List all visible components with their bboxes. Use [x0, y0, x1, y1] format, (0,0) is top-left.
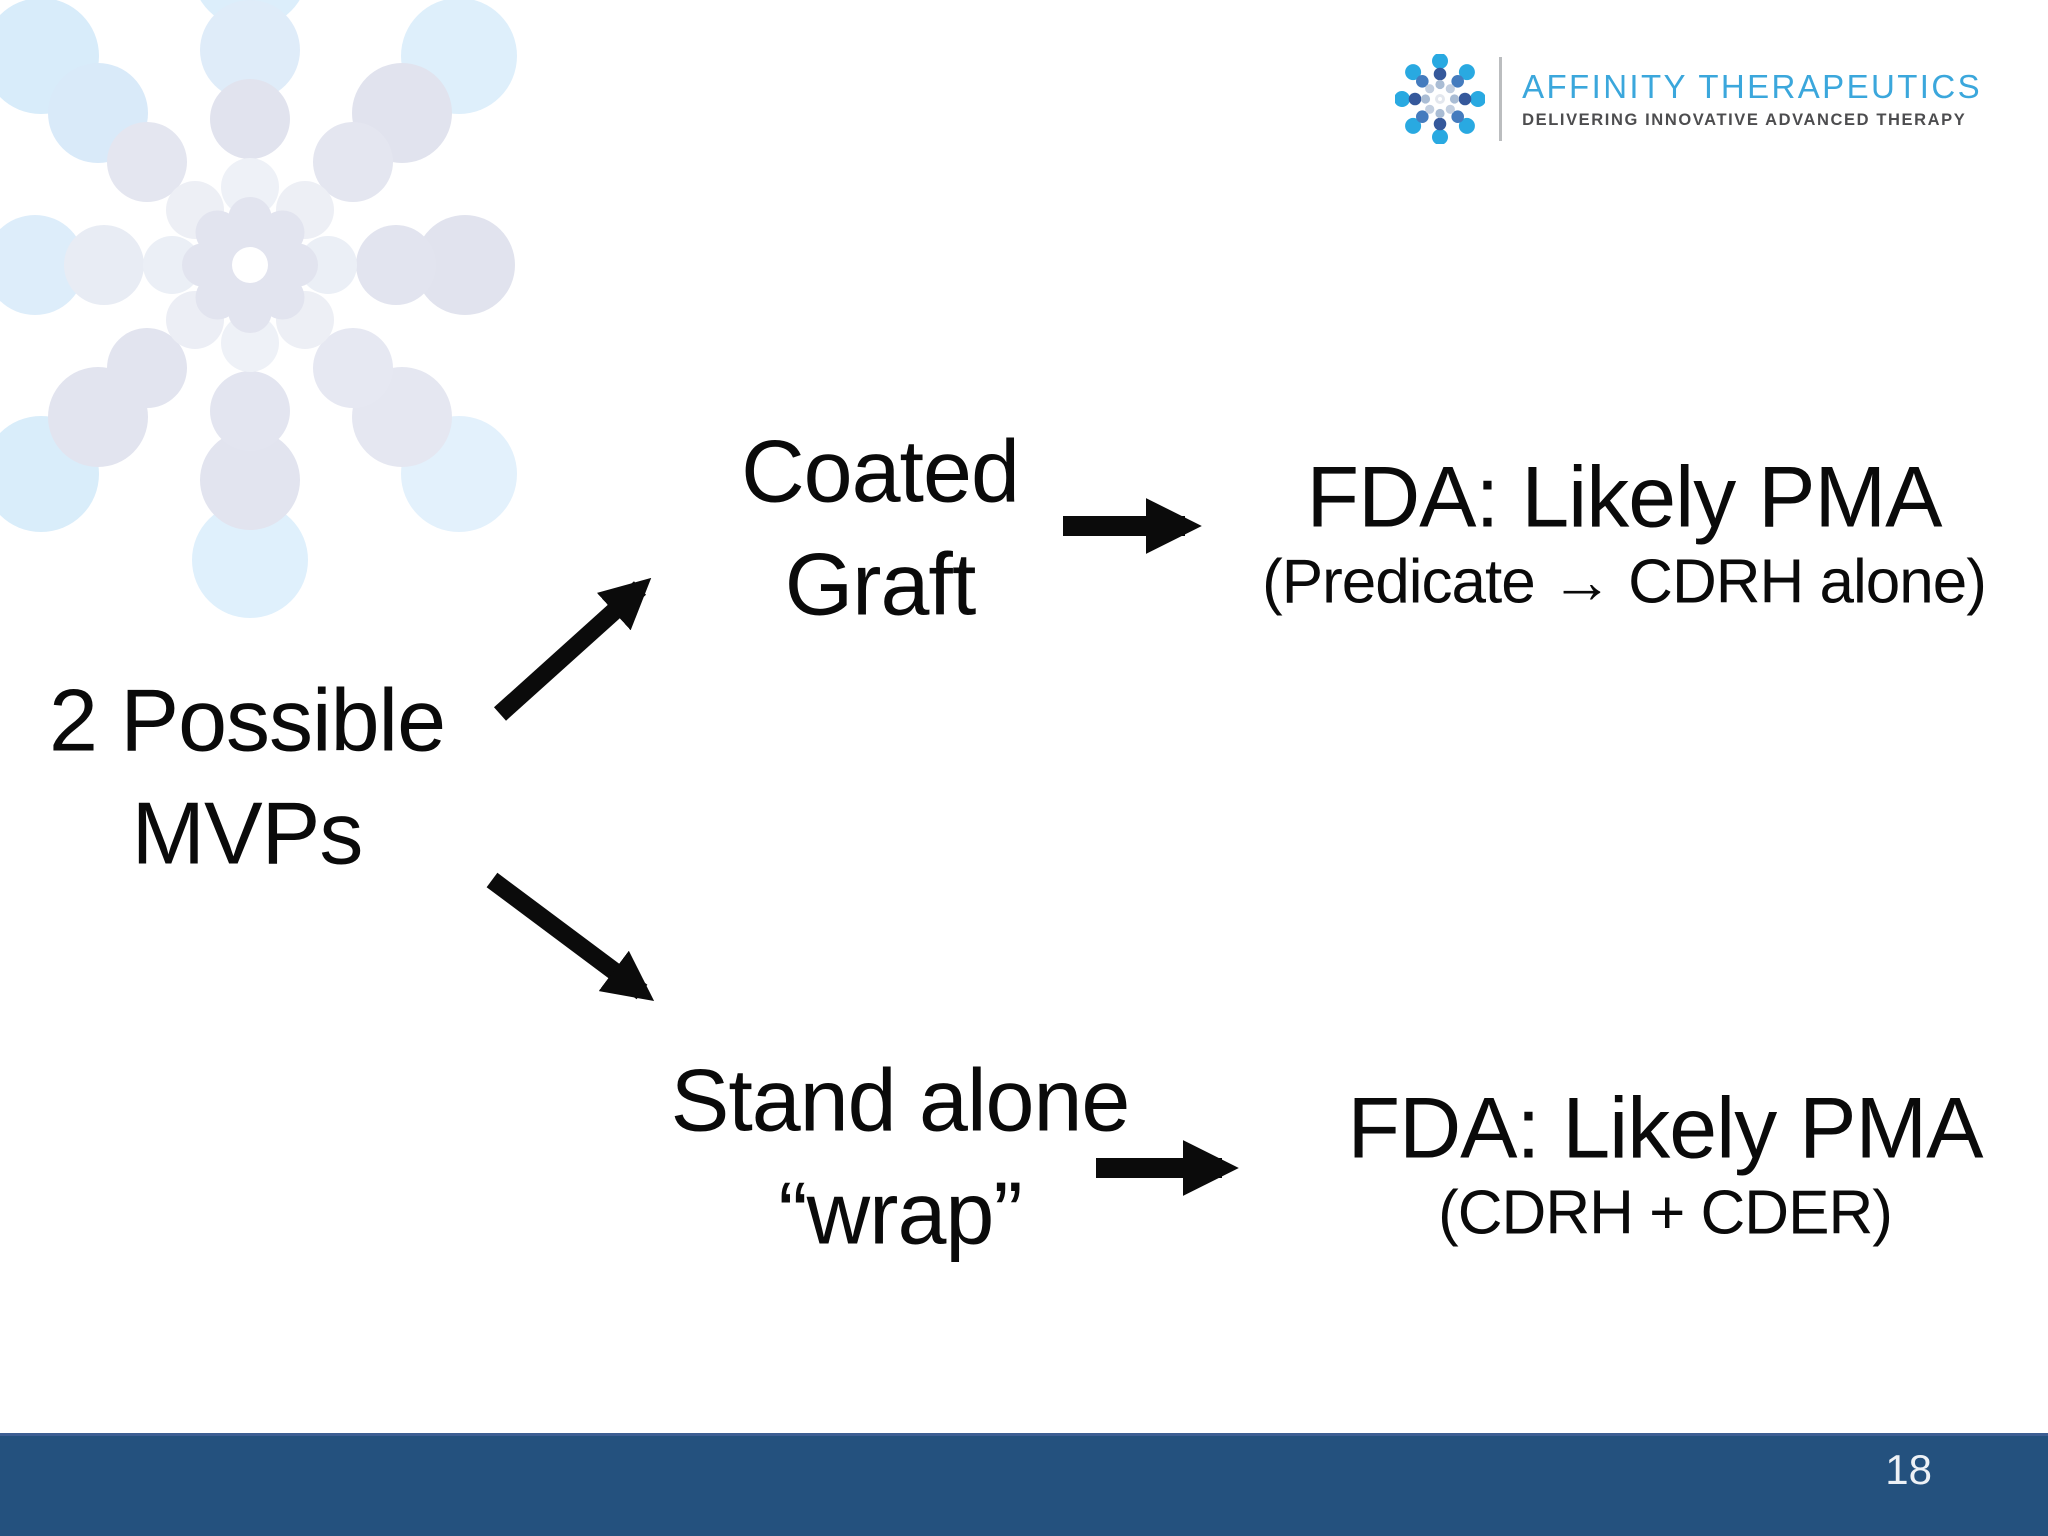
- node-line: Coated: [741, 421, 1020, 521]
- arrow-root-to-coated-graft: [493, 577, 652, 721]
- node-stand-alone-wrap: Stand alone “wrap”: [670, 1044, 1131, 1269]
- footer-bar: 18: [0, 1433, 2048, 1536]
- fda-title: FDA: Likely PMA: [1306, 449, 1943, 546]
- node-line: MVPs: [131, 783, 364, 882]
- brand-name: AFFINITY THERAPEUTICS: [1522, 67, 1982, 105]
- node-line: 2 Possible: [48, 670, 446, 770]
- fda-title: FDA: Likely PMA: [1347, 1080, 1984, 1177]
- node-fda-pma-predicate: FDA: Likely PMA (Predicate → CDRH alone): [1262, 449, 1987, 618]
- page-number: 18: [1885, 1446, 1932, 1493]
- node-coated-graft: Coated Graft: [741, 415, 1020, 640]
- fda-subtitle: (Predicate → CDRH alone): [1262, 547, 1987, 617]
- node-line: “wrap”: [778, 1163, 1022, 1262]
- node-2-possible-mvps: 2 Possible MVPs: [48, 664, 446, 889]
- brand-tagline: DELIVERING INNOVATIVE ADVANCED THERAPY: [1522, 111, 1967, 130]
- node-line: Stand alone: [670, 1050, 1131, 1150]
- fda-subtitle: (CDRH + CDER): [1438, 1178, 1893, 1248]
- node-line: Graft: [784, 534, 977, 633]
- node-fda-pma-cdrh-cder: FDA: Likely PMA (CDRH + CDER): [1347, 1080, 1984, 1249]
- brand-logo: AFFINITY THERAPEUTICS DELIVERING INNOVAT…: [1395, 54, 1982, 144]
- arrow-root-to-stand-alone-wrap: [486, 872, 655, 1002]
- logo-divider: [1499, 57, 1503, 141]
- affinity-dot-burst-icon: [1395, 54, 1486, 144]
